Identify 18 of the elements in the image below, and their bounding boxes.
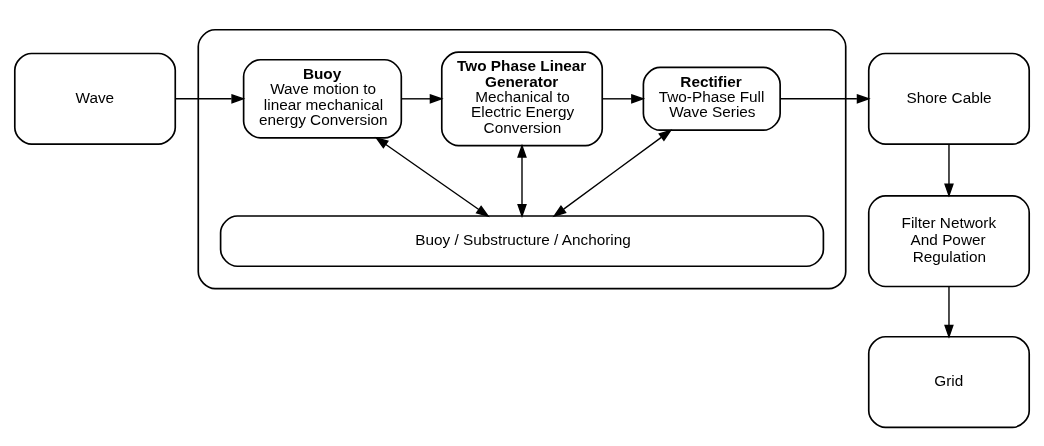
- arrow: [944, 143, 954, 198]
- node-box: Filter Network And Power Regulation: [867, 194, 1031, 288]
- arrow: [552, 129, 673, 218]
- arrow: [779, 93, 871, 104]
- node-box: Shore Cable: [867, 52, 1031, 145]
- arrow: [174, 93, 246, 104]
- arrow: [944, 285, 954, 339]
- node-box: Wave: [13, 52, 177, 145]
- arrow: [517, 143, 527, 218]
- node-box: Buoy Wave motion to linear mechanical energy Conversion: [242, 58, 403, 139]
- node-box: Rectifier Two-Phase Full Wave Series: [642, 66, 781, 132]
- node-box: Two Phase Linear Generator Mechanical to Electric Energy Conversion: [440, 51, 604, 147]
- node-box: Buoy / Substructure / Anchoring: [219, 215, 825, 268]
- arrow: [400, 93, 444, 104]
- arrow: [374, 136, 490, 218]
- cluster: [197, 28, 847, 290]
- arrow: [601, 93, 646, 104]
- node-box: Grid: [867, 335, 1031, 429]
